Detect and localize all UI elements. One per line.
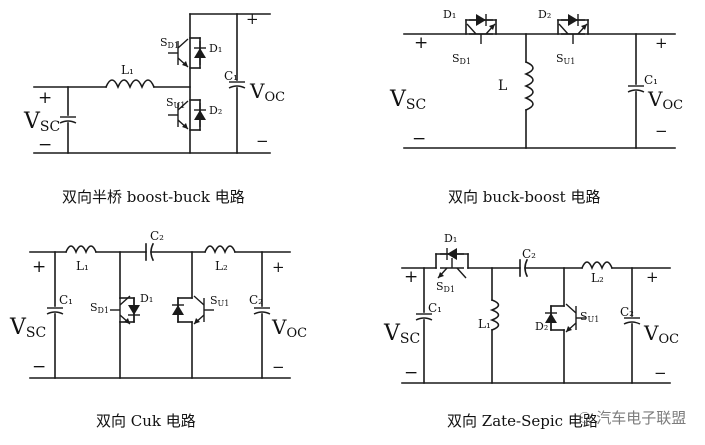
l1-label: L₁ xyxy=(76,259,89,273)
inductor-L1 xyxy=(489,298,500,332)
l1-label: L₁ xyxy=(121,63,134,77)
minus-label: − xyxy=(654,364,667,382)
caption-zate-sepic: 双向 Zate-Sepic 电路 xyxy=(447,412,598,430)
voc-label: VOC xyxy=(271,315,307,341)
circuit-zate-sepic xyxy=(401,247,671,384)
minus-label: − xyxy=(272,358,285,376)
c2-label: C₂ xyxy=(620,305,634,319)
minus-label: − xyxy=(655,122,668,140)
l2-label: L₂ xyxy=(215,259,228,273)
sd1-label: SD1 xyxy=(160,36,179,50)
c2-label: C₂ xyxy=(249,293,263,307)
d1-label: D₁ xyxy=(140,292,153,305)
caption-cuk: 双向 Cuk 电路 xyxy=(96,412,196,430)
vsc-label: VSC xyxy=(9,315,46,341)
watermark: ⚇ 汽车电子联盟 xyxy=(578,409,687,427)
c1-label: C₁ xyxy=(224,69,238,83)
l1-label: L₁ xyxy=(478,317,491,331)
su1-label: SU1 xyxy=(580,310,599,324)
vsc-label: VSC xyxy=(383,321,420,347)
plus-label: + xyxy=(32,257,46,277)
inductor-L xyxy=(523,60,534,112)
inductor-L2 xyxy=(203,245,237,255)
minus-label: − xyxy=(38,135,52,155)
sd1-label: SD1 xyxy=(90,301,109,315)
d1-label: D₁ xyxy=(209,42,222,55)
c2-label: C₂ xyxy=(522,247,536,261)
plus-label: + xyxy=(414,33,428,53)
c2-label: C₂ xyxy=(150,229,164,243)
voc-label: VOC xyxy=(643,321,679,347)
inductor-L2 xyxy=(580,261,614,271)
circuit-cuk xyxy=(29,242,291,379)
c1-label: C₁ xyxy=(428,301,442,315)
vsc-label: VSC xyxy=(389,87,426,113)
labels: + − VSC + − VOC L₁ C₁ D₁ D₂ SD1 SU1 + − … xyxy=(9,8,683,383)
d2-label: D₂ xyxy=(209,104,222,117)
d2-label: D₂ xyxy=(535,320,548,333)
plus-label: + xyxy=(38,88,52,108)
wechat-icon: ⚇ xyxy=(578,409,597,427)
caption-boost-buck: 双向半桥 boost-buck 电路 xyxy=(62,188,245,206)
minus-label: − xyxy=(256,132,269,150)
caption-buck-boost: 双向 buck-boost 电路 xyxy=(448,188,601,206)
voc-label: VOC xyxy=(647,87,683,113)
plus-label: + xyxy=(646,268,659,286)
d1-label: D₁ xyxy=(443,8,456,21)
plus-label: + xyxy=(404,267,418,287)
d1-label: D₁ xyxy=(444,232,457,245)
sd1-label: SD1 xyxy=(452,52,471,66)
su1-label: SU1 xyxy=(556,52,575,66)
inductor-L1 xyxy=(64,245,98,255)
minus-label: − xyxy=(412,129,426,149)
plus-label: + xyxy=(246,10,259,28)
minus-label: − xyxy=(404,363,418,383)
su1-label: SU1 xyxy=(210,294,229,308)
plus-label: + xyxy=(272,258,285,276)
sd1-label: SD1 xyxy=(436,280,455,294)
d2-label: D₂ xyxy=(538,8,551,21)
circuit-buck-boost xyxy=(403,13,676,149)
voc-label: VOC xyxy=(249,79,285,105)
c1-label: C₁ xyxy=(644,73,658,87)
l-label: L xyxy=(498,78,507,94)
plus-label: + xyxy=(655,34,668,52)
inductor-L1 xyxy=(104,79,156,90)
c1-label: C₁ xyxy=(59,293,73,307)
l2-label: L₂ xyxy=(591,271,604,285)
su1-label: SU1 xyxy=(166,96,185,110)
circuit-boost-buck xyxy=(33,13,271,154)
vsc-label: VSC xyxy=(23,109,60,135)
minus-label: − xyxy=(32,357,46,377)
